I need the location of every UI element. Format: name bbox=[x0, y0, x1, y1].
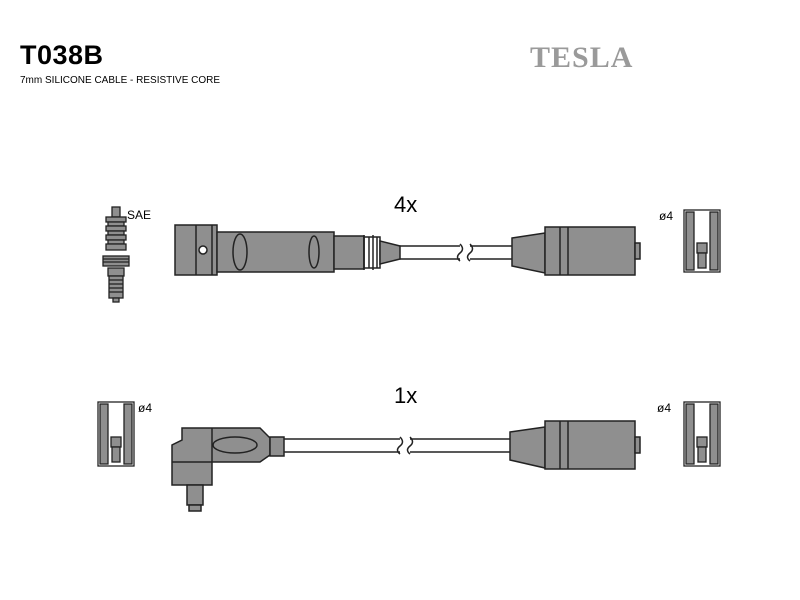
row2-right-terminal-size-label: ø4 bbox=[657, 401, 672, 415]
row2-right-terminal-icon bbox=[683, 401, 721, 467]
row1-quantity: 4x bbox=[394, 192, 418, 217]
spark-plug-icon bbox=[102, 206, 130, 303]
brand-logo: TESLA bbox=[530, 41, 634, 74]
row1-terminal-size-label: ø4 bbox=[659, 209, 674, 223]
row2-left-terminal-icon bbox=[97, 401, 135, 467]
spark-plug-standard-label: SAE bbox=[127, 208, 152, 222]
row2-quantity: 1x bbox=[394, 383, 418, 408]
row2-cable-assembly bbox=[171, 420, 641, 512]
row1-cable-assembly bbox=[174, 224, 641, 276]
part-number: T038B bbox=[20, 40, 104, 70]
row1-terminal-icon bbox=[683, 209, 721, 273]
cable-description: 7mm SILICONE CABLE - RESISTIVE CORE bbox=[20, 75, 221, 86]
row2-left-terminal-size-label: ø4 bbox=[138, 401, 153, 415]
